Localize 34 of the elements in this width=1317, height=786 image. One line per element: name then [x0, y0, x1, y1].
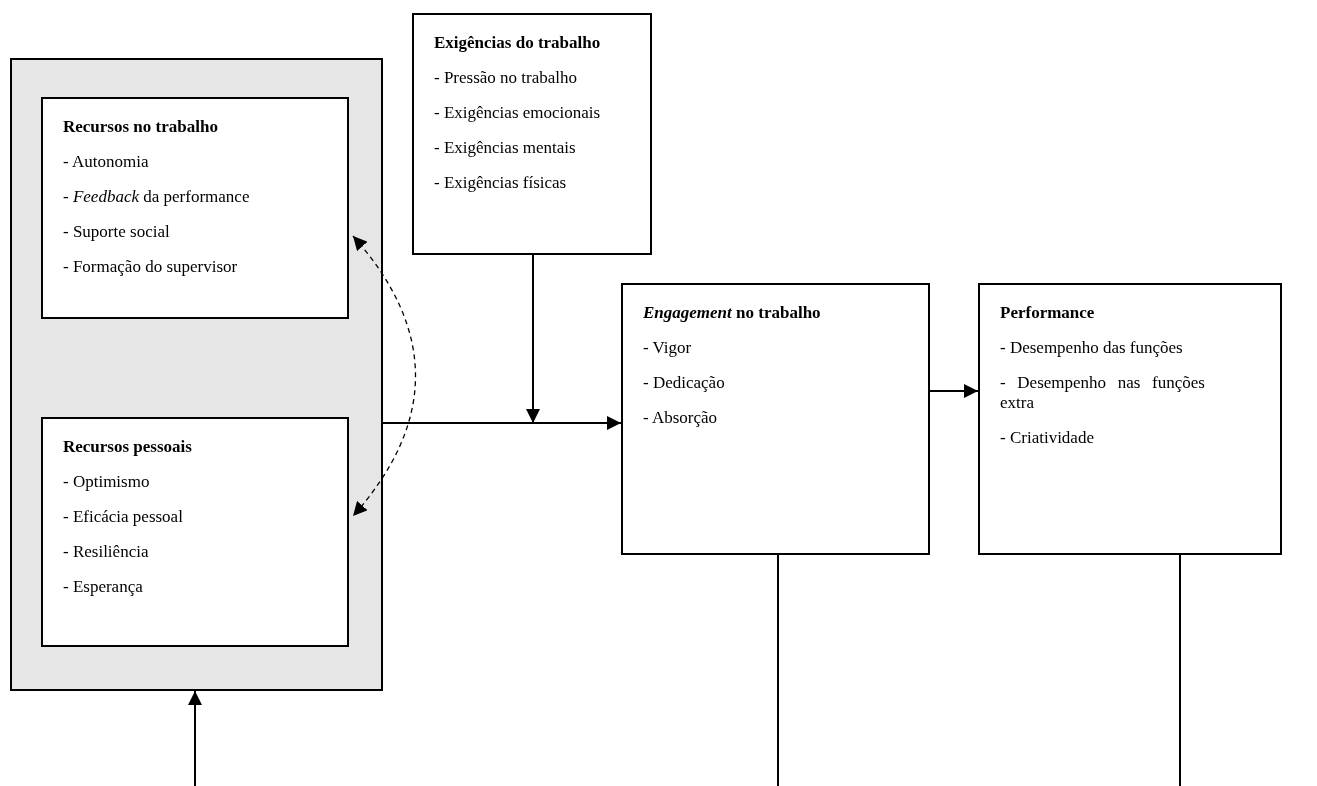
- arrow: [526, 254, 540, 424]
- list-item: - Absorção: [643, 408, 719, 428]
- box-heading: Recursos pessoais: [63, 437, 193, 457]
- list-item: - Formação do supervisor: [63, 257, 239, 277]
- list-item: - Desempenho das funções: [1000, 338, 1184, 358]
- list-item: - Esperança: [63, 577, 144, 597]
- list-item: - Suporte social: [63, 222, 171, 242]
- box-heading: Performance: [1000, 303, 1096, 323]
- text-box: [41, 97, 349, 319]
- arrow: [188, 690, 202, 786]
- list-item: - Exigências físicas: [434, 173, 568, 193]
- list-item: - Dedicação: [643, 373, 726, 393]
- list-item: - Optimismo: [63, 472, 151, 492]
- arrow: [929, 384, 979, 398]
- list-item: - Eficácia pessoal: [63, 507, 184, 527]
- text-box: [621, 283, 930, 555]
- box-heading: Exigências do trabalho: [434, 33, 602, 53]
- list-item: - Exigências emocionais: [434, 103, 602, 123]
- box-heading: Engagement no trabalho: [643, 303, 822, 323]
- list-item: - Pressão no trabalho: [434, 68, 579, 88]
- group-box: [10, 58, 383, 691]
- list-item: - Feedback da performance: [63, 187, 251, 207]
- box-heading: Recursos no trabalho: [63, 117, 219, 137]
- list-item: - Autonomia: [63, 152, 150, 172]
- list-item: - Exigências mentais: [434, 138, 577, 158]
- list-item: - Resiliência: [63, 542, 150, 562]
- list-item: - Vigor: [643, 338, 693, 358]
- text-box: [978, 283, 1282, 555]
- text-box: [41, 417, 349, 647]
- list-item: - Criatividade: [1000, 428, 1095, 448]
- list-item: - Desempenho nas funções extra: [1000, 373, 1205, 413]
- text-box: [412, 13, 652, 255]
- arrow: [382, 416, 622, 430]
- arrow: [352, 235, 417, 517]
